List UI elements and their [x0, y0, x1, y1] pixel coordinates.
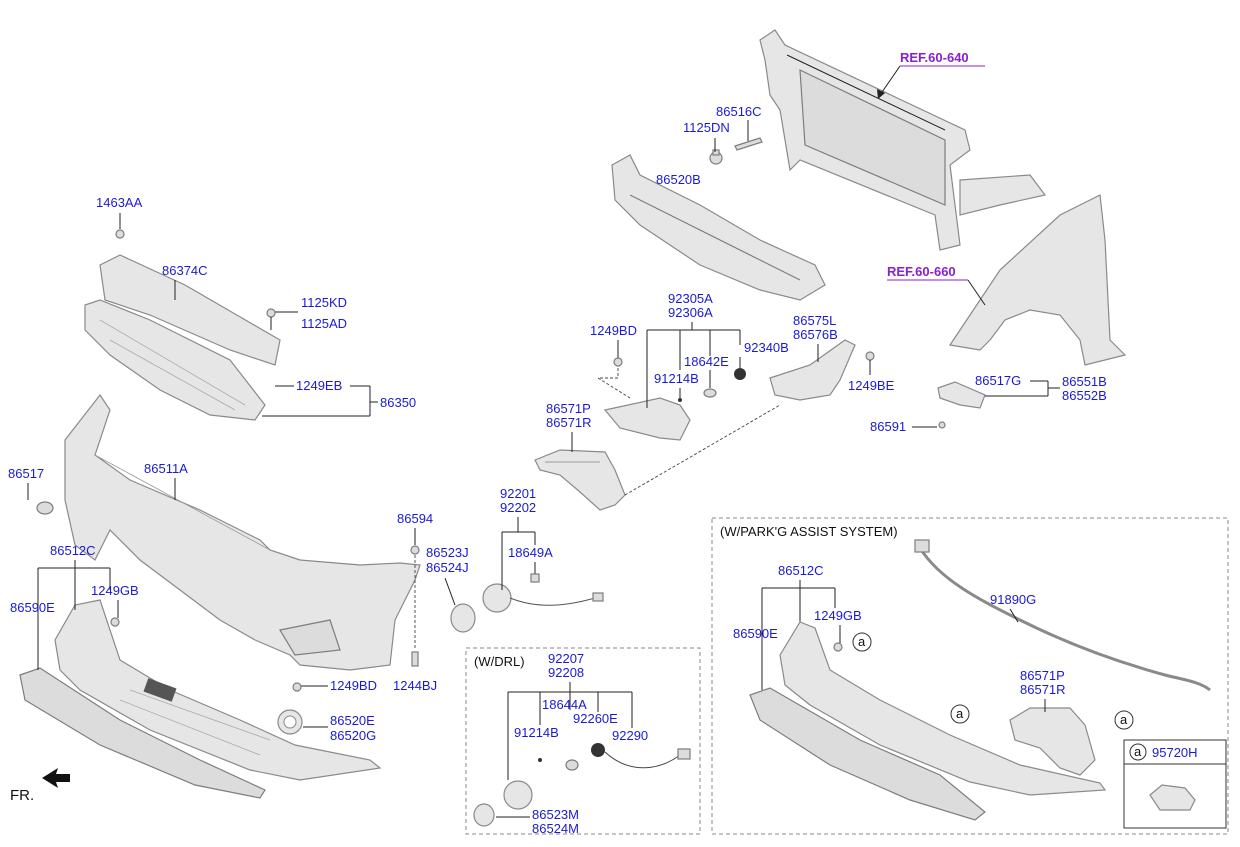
label-86590e: 86590E [10, 600, 55, 615]
park-box-title: (W/PARK'G ASSIST SYSTEM) [720, 524, 898, 539]
drl-box-title: (W/DRL) [474, 654, 525, 669]
label-86512c: 86512C [50, 543, 96, 558]
lamp-housing-drawing [603, 397, 691, 441]
label-86524j: 86524J [426, 560, 469, 575]
label-1125kd: 1125KD [301, 295, 347, 310]
label-86571r-pas: 86571R [1020, 682, 1066, 697]
label-86524m: 86524M [532, 821, 579, 836]
label-92290: 92290 [612, 728, 648, 743]
label-86571r: 86571R [546, 415, 592, 430]
label-92260e: 92260E [573, 711, 618, 726]
ref-660-callout: REF.60-660 [887, 264, 986, 306]
lower-grille-drawing [54, 599, 382, 781]
park-sensor-harness-drawing [918, 547, 1211, 692]
label-91214b: 91214B [514, 725, 559, 740]
drl-lamp-pas-drawing [1009, 707, 1096, 776]
ref-640-callout: REF.60-640 [877, 50, 985, 99]
grille-drawing [84, 254, 281, 421]
label-86571p: 86571P [546, 401, 591, 416]
front-arrow-icon [42, 768, 70, 788]
callout-a-2: a [956, 706, 964, 721]
label-86517g: 86517G [975, 373, 1021, 388]
label-86520e: 86520E [330, 713, 375, 728]
label-92207: 92207 [548, 651, 584, 666]
label-18642e: 18642E [684, 354, 729, 369]
label-91890g: 91890G [990, 592, 1036, 607]
bracket-86575l-drawing [769, 339, 856, 401]
label-92340b: 92340B [744, 340, 789, 355]
label-91214b-mid: 91214B [654, 371, 699, 386]
label-86590e-pas: 86590E [733, 626, 778, 641]
label-86576b: 86576B [793, 327, 838, 342]
fog-cover-drawing [277, 709, 303, 735]
ref-660-label[interactable]: REF.60-660 [887, 264, 956, 279]
label-86523j: 86523J [426, 545, 469, 560]
label-86516c: 86516C [716, 104, 762, 119]
label-86511a: 86511A [144, 461, 188, 476]
fender-bracket-drawing [937, 381, 986, 429]
fender-drawing [948, 194, 1127, 366]
lip-spoiler-drawing [19, 667, 266, 799]
label-92208: 92208 [548, 665, 584, 680]
label-95720h: 95720H [1152, 745, 1198, 760]
label-1463aa: 1463AA [96, 195, 143, 210]
label-92201: 92201 [500, 486, 536, 501]
park-sensor-drawing [1149, 784, 1196, 811]
fog-lamp-drawing [450, 583, 604, 633]
clip-1463aa-drawing [115, 229, 125, 239]
front-direction-label: FR. [10, 787, 34, 804]
label-86517: 86517 [8, 466, 44, 481]
label-92306a: 92306A [668, 305, 713, 320]
label-1249eb: 1249EB [296, 378, 342, 393]
label-1244bj: 1244BJ [393, 678, 437, 693]
label-86571p-pas: 86571P [1020, 668, 1065, 683]
label-92202: 92202 [500, 500, 536, 515]
label-86523m: 86523M [532, 807, 579, 822]
label-86551b: 86551B [1062, 374, 1107, 389]
label-86591: 86591 [870, 419, 906, 434]
label-86520g: 86520G [330, 728, 376, 743]
label-1249gb-pas: 1249GB [814, 608, 862, 623]
bolt-1125dn-drawing [709, 137, 763, 165]
drl-lamp-drawing [534, 449, 626, 511]
label-86594: 86594 [397, 511, 433, 526]
label-1125ad: 1125AD [301, 316, 347, 331]
park-assist-option-box: (W/PARK'G ASSIST SYSTEM) 86512C 86590E 1… [711, 517, 1229, 835]
label-1125dn: 1125DN [683, 120, 730, 135]
bumper-cover-drawing [64, 393, 421, 671]
label-86374c: 86374C [162, 263, 208, 278]
bumper-beam-drawing [611, 154, 826, 301]
label-86520b: 86520B [656, 172, 701, 187]
radiator-support-drawing [759, 29, 1047, 251]
label-86575l: 86575L [793, 313, 836, 328]
callout-a-3: a [1120, 712, 1128, 727]
label-92305a: 92305A [668, 291, 713, 306]
tow-hook-cap-drawing [36, 501, 54, 515]
label-1249bd-left: 1249BD [330, 678, 377, 693]
callout-a-1: a [858, 634, 866, 649]
label-18644a: 18644A [542, 697, 587, 712]
label-86350: 86350 [380, 395, 416, 410]
label-1249gb: 1249GB [91, 583, 139, 598]
drl-option-box: (W/DRL) 92207 92208 18644A 92260E 91214B… [465, 647, 701, 836]
callout-a-4: a [1134, 744, 1142, 759]
label-1249be: 1249BE [848, 378, 895, 393]
label-1249bd-mid: 1249BD [590, 323, 637, 338]
label-18649a: 18649A [508, 545, 553, 560]
label-86552b: 86552B [1062, 388, 1107, 403]
ref-640-label[interactable]: REF.60-640 [900, 50, 969, 65]
label-86512c-pas: 86512C [778, 563, 824, 578]
